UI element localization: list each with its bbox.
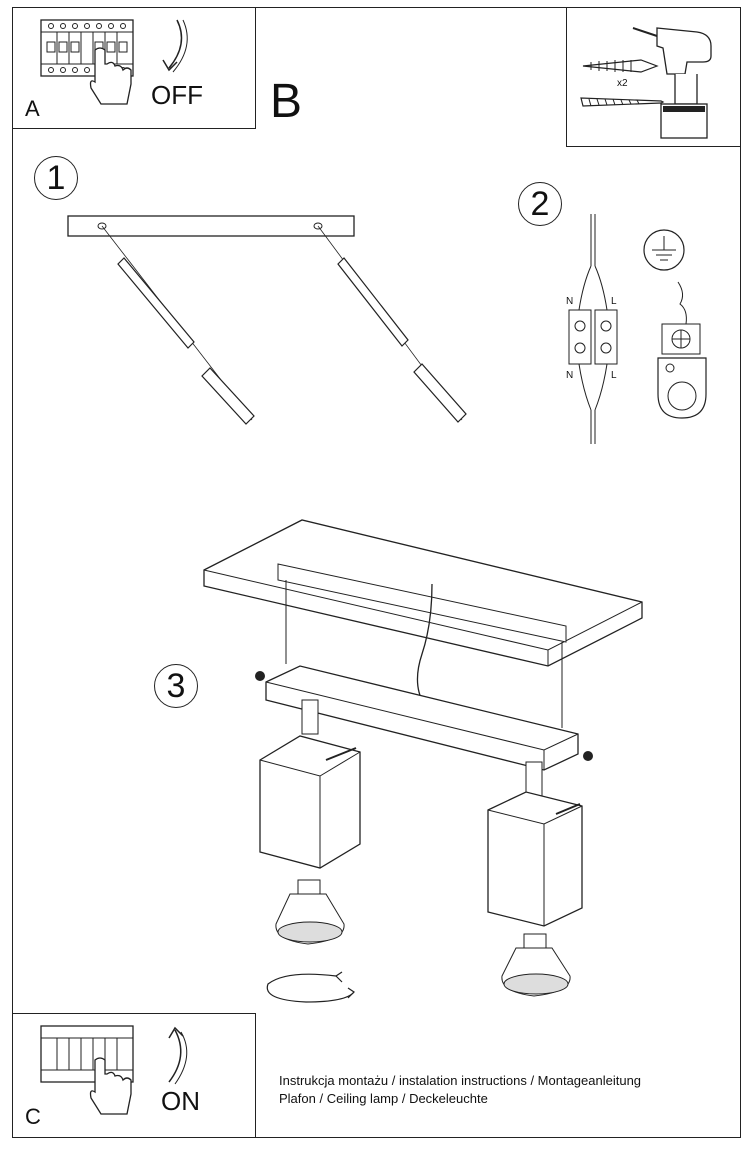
panel-c-letter: C — [25, 1104, 41, 1129]
terminal-label-n-top: N — [566, 296, 574, 307]
step-3-number: 3 — [154, 664, 198, 708]
step-1-screw-right — [337, 257, 467, 423]
wall-plug-icon — [582, 59, 659, 73]
on-label: ON — [161, 1086, 200, 1116]
curved-arrow-icon — [162, 19, 188, 73]
hand-icon — [89, 47, 132, 105]
breaker-panel-icon — [40, 1025, 134, 1083]
rotate-arrow-icon — [266, 971, 355, 1003]
instructions-caption-line-2: Plafon / Ceiling lamp / Deckeleuchte — [279, 1091, 488, 1106]
hand-icon — [89, 1057, 132, 1115]
screw-icon — [580, 97, 665, 107]
panel-b-letter: B — [270, 75, 303, 128]
instruction-sheet — [12, 7, 741, 1138]
curved-arrow-icon — [168, 1026, 188, 1085]
terminal-label-l-bottom: L — [611, 370, 617, 381]
step-1-number: 1 — [34, 156, 78, 200]
step-1-mounting-plate — [67, 215, 463, 425]
panel-a-letter: A — [25, 96, 40, 121]
panel-a: OFF A — [12, 7, 256, 129]
terminal-label-n-bottom: N — [566, 370, 574, 381]
instructions-caption-line-1: Instrukcja montażu / instalation instruc… — [279, 1073, 642, 1088]
breaker-panel-icon — [40, 19, 134, 77]
panel-c: ON C — [12, 1013, 256, 1138]
tools-panel: x2 — [566, 7, 741, 147]
quantity-label: x2 — [617, 78, 628, 89]
drill-icon — [632, 27, 712, 139]
gu10-bulb-icon — [275, 879, 345, 945]
step-2-number: 2 — [518, 182, 562, 226]
ceiling-lamp-assembly — [203, 519, 643, 1003]
off-label: OFF — [151, 80, 203, 110]
terminal-label-l-top: L — [611, 296, 617, 307]
terminal-block-icon — [568, 214, 618, 444]
ground-symbol-icon — [643, 229, 707, 419]
